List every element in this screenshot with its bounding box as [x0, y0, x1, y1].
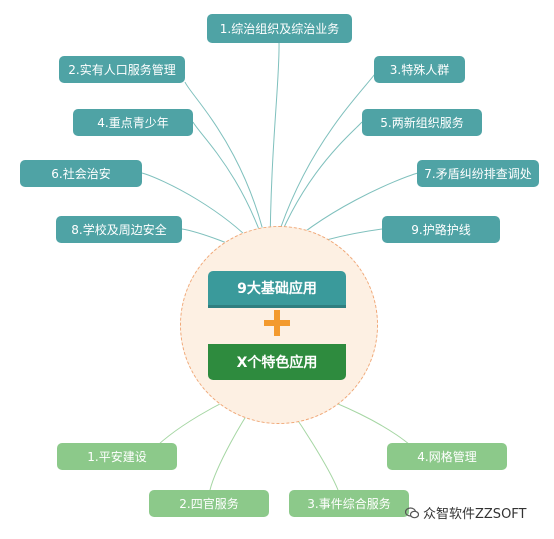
feature-apps-bar: X个特色应用: [208, 344, 346, 380]
top-item-9: 9.护路护线: [382, 216, 500, 243]
wechat-icon: [405, 507, 419, 519]
plus-icon: [262, 308, 292, 338]
top-item-5: 5.两新组织服务: [362, 109, 482, 136]
bottom-item-2: 2.四官服务: [149, 490, 269, 517]
top-item-6: 6.社会治安: [20, 160, 142, 187]
watermark-text: 众智软件ZZSOFT: [423, 507, 527, 522]
basic-apps-shadow: [208, 305, 346, 308]
top-item-3: 3.特殊人群: [374, 56, 465, 83]
top-item-7: 7.矛盾纠纷排查调处: [417, 160, 539, 187]
top-item-4: 4.重点青少年: [73, 109, 193, 136]
watermark: 众智软件ZZSOFT: [405, 503, 527, 522]
bottom-item-1: 1.平安建设: [57, 443, 177, 470]
bottom-item-3: 3.事件综合服务: [289, 490, 409, 517]
top-item-2: 2.实有人口服务管理: [59, 56, 185, 83]
top-item-1: 1.综治组织及综治业务: [207, 14, 352, 43]
basic-apps-bar: 9大基础应用: [208, 271, 346, 305]
top-item-8: 8.学校及周边安全: [56, 216, 182, 243]
bottom-item-4: 4.网格管理: [387, 443, 507, 470]
